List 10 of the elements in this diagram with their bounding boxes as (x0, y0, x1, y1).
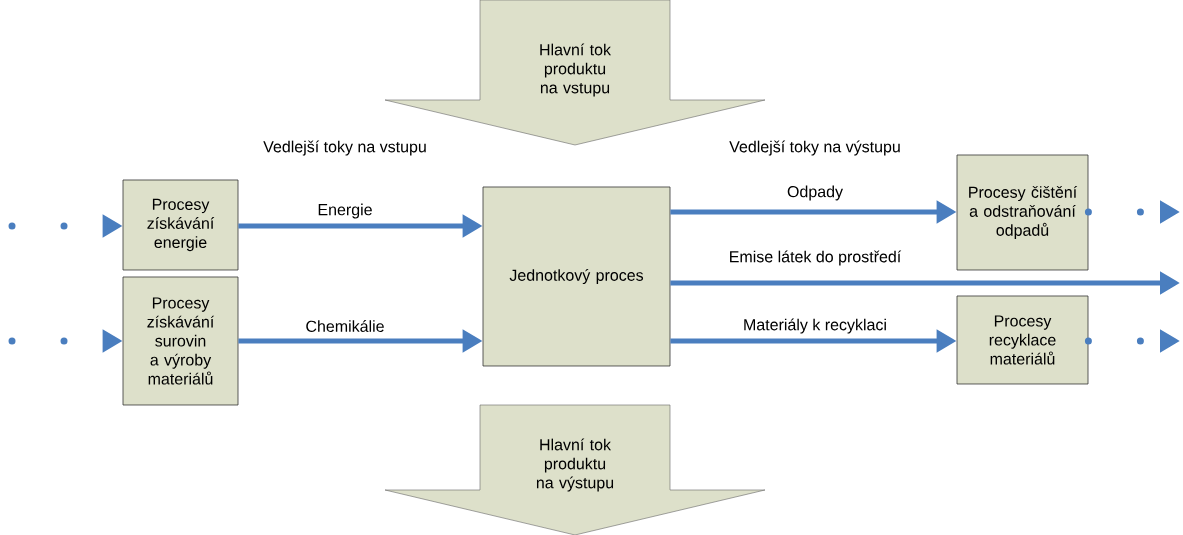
process-box: Procesy získávání energie (122, 179, 239, 271)
edge-label: Odpady (786, 184, 845, 202)
edge-label: Emise látek do prostředí (727, 249, 903, 267)
process-box: Procesy čištění a odstraňování odpadů (956, 154, 1089, 271)
edge-label: Energie (316, 202, 374, 220)
process-box: Procesy získávání surovin a výroby materiálů (122, 276, 239, 406)
edge-label: Materiály k recyklaci (742, 317, 888, 335)
process-box: Jednotkový proces (482, 186, 671, 367)
edge-label: Chemikálie (304, 319, 386, 333)
process-box: Procesy recyklace materiálů (956, 295, 1089, 385)
